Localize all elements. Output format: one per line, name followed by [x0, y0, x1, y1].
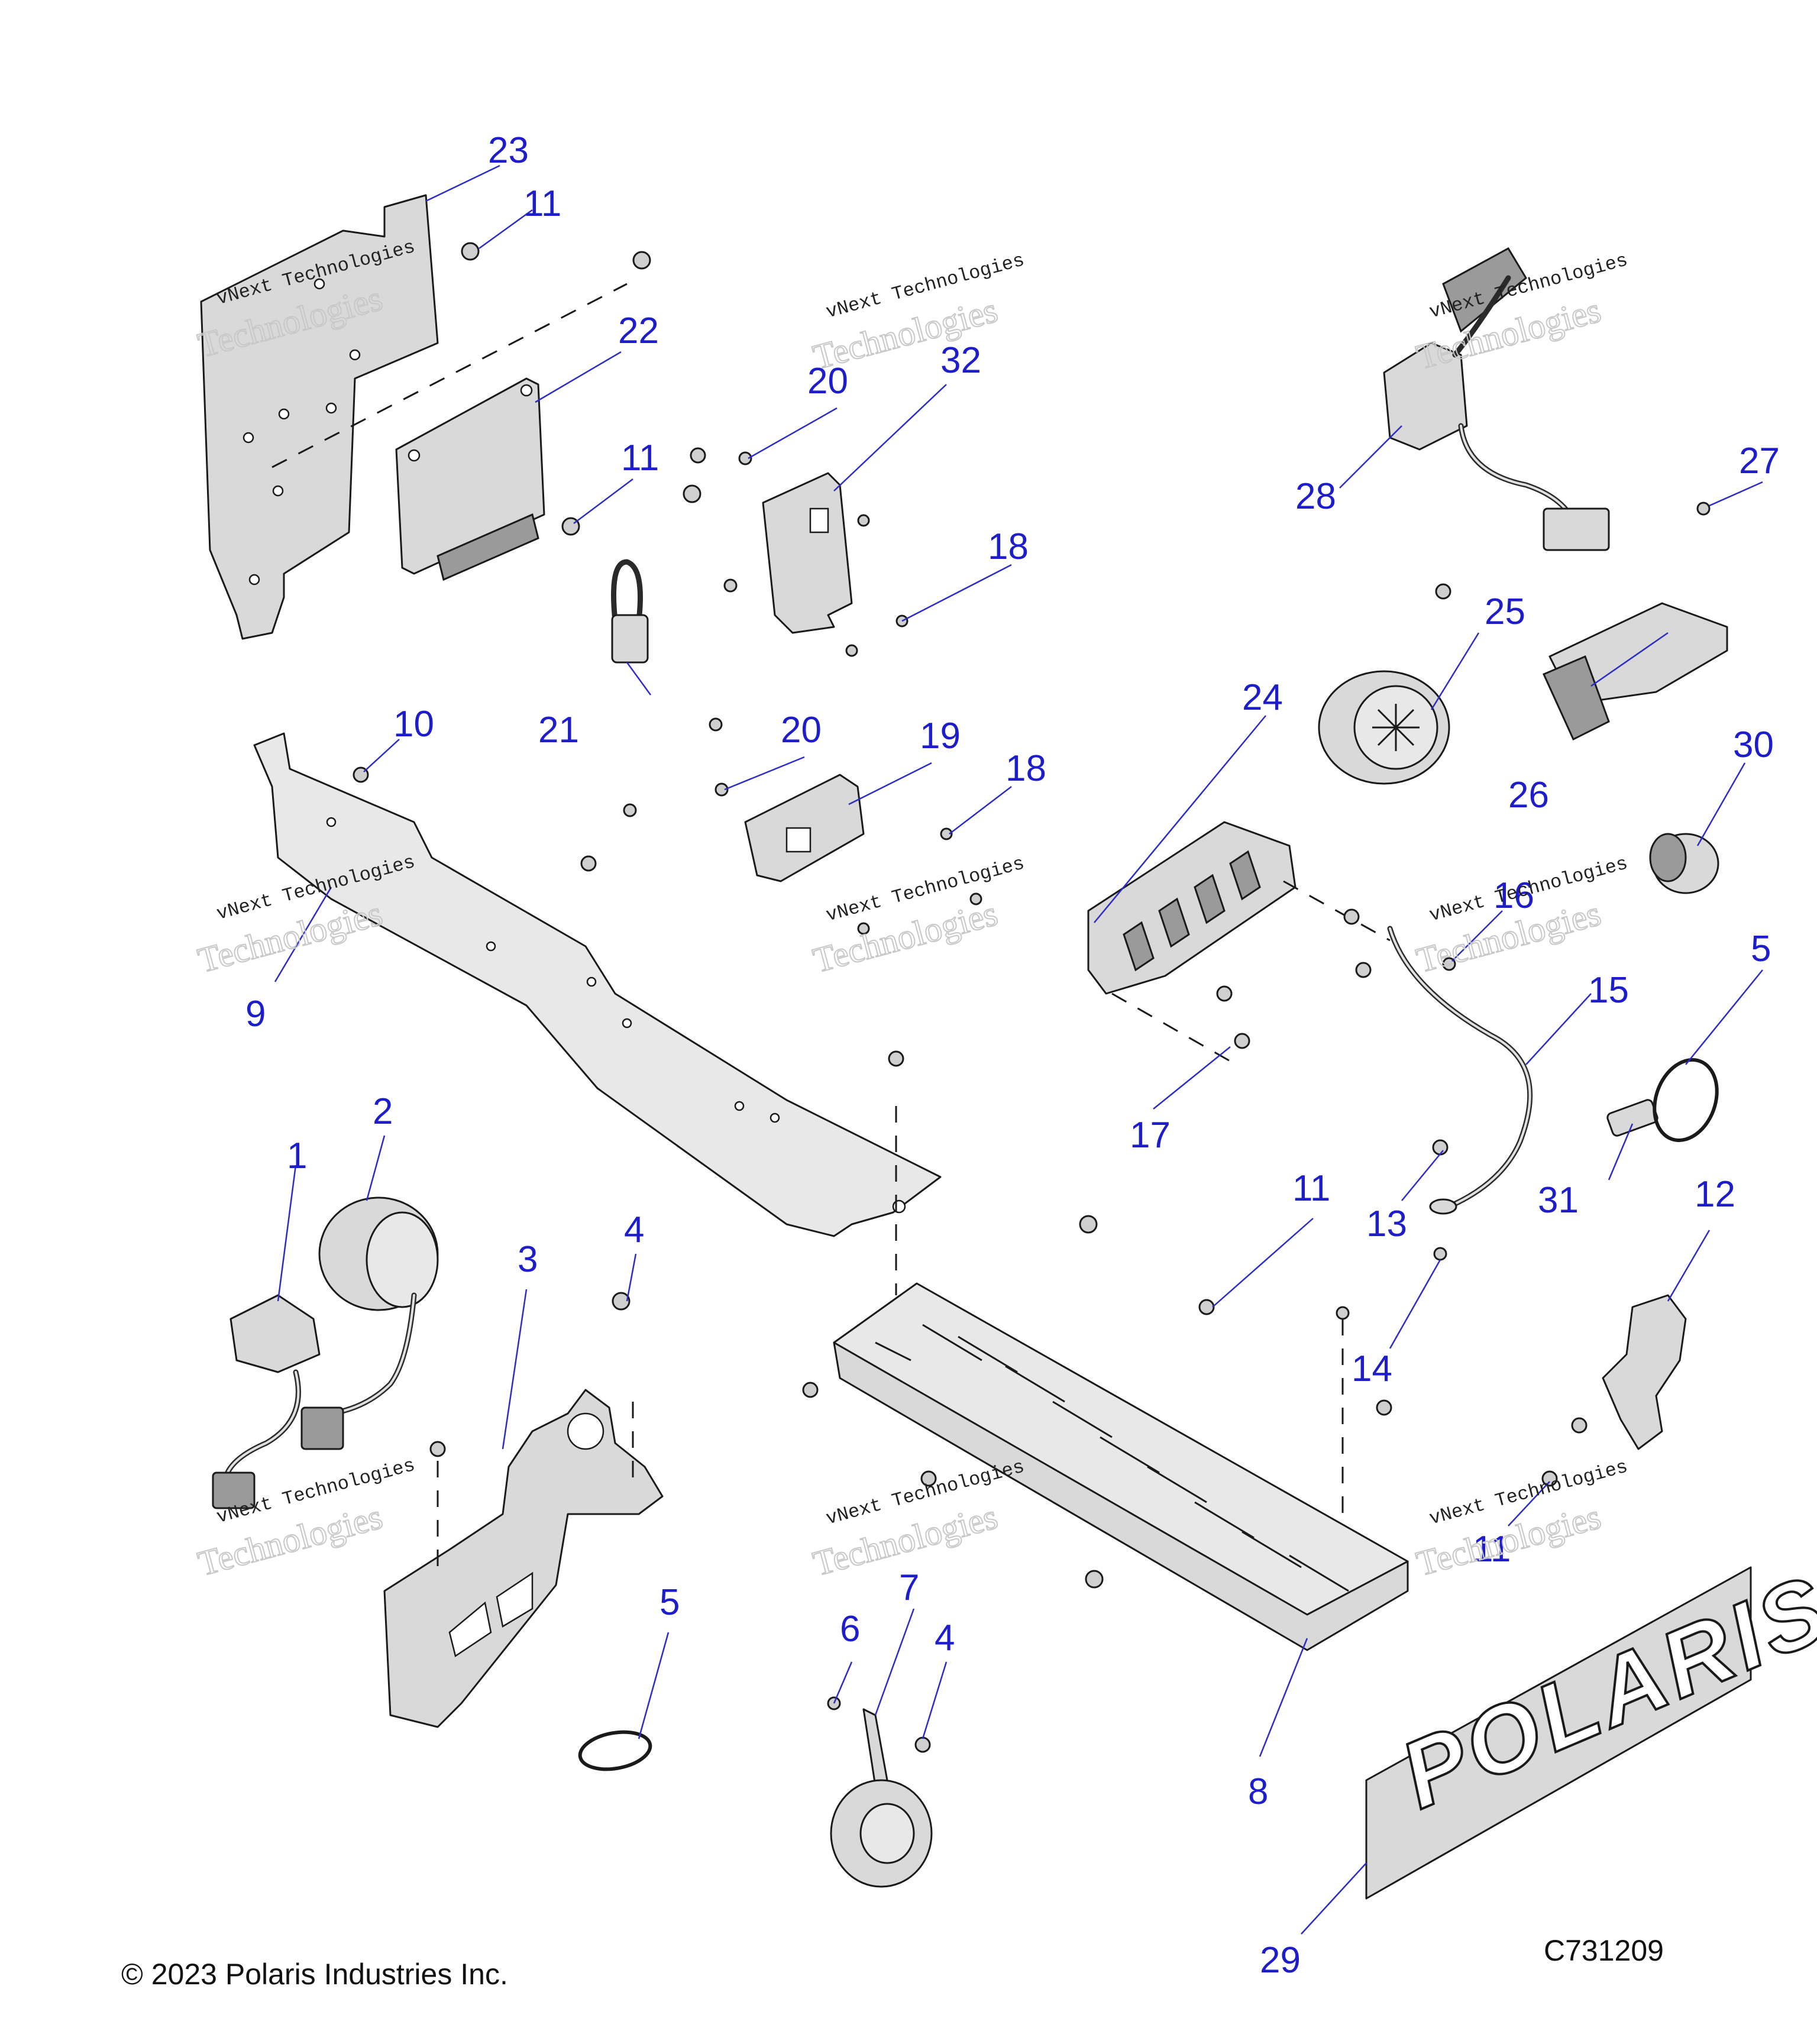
- part-3-mounting-bracket: [383, 1389, 664, 1728]
- part-8-perforated-tray: [833, 1282, 1409, 1651]
- callout-11-mid: 11: [1292, 1168, 1330, 1209]
- callout-labels: 23 11 22 20 32 11 18 21 10 20 19 18 9 24…: [245, 130, 1780, 1981]
- callout-4-left: 4: [624, 1209, 644, 1250]
- callout-27: 27: [1739, 441, 1780, 481]
- part-28-switch-harness: [1383, 247, 1610, 551]
- callout-25: 25: [1485, 591, 1525, 632]
- leader-lines: [274, 164, 1763, 1935]
- callout-32: 32: [940, 340, 981, 381]
- logo-text: POLARIS: [1386, 1554, 1817, 1829]
- callout-5-left: 5: [659, 1582, 680, 1623]
- callout-23: 23: [488, 130, 529, 171]
- callout-18-top: 18: [988, 526, 1029, 567]
- part-22-ecu-module: [395, 377, 545, 581]
- callout-28: 28: [1295, 476, 1336, 517]
- part-32-control-module: [762, 472, 853, 634]
- part-15-ground-cable: [1387, 926, 1533, 1215]
- part-19-control-module: [744, 774, 865, 882]
- callout-20-top: 20: [807, 361, 848, 402]
- callout-14: 14: [1352, 1348, 1392, 1389]
- callout-5-right: 5: [1751, 929, 1771, 969]
- callout-18-mid: 18: [1006, 748, 1046, 789]
- callout-20-mid: 20: [781, 710, 822, 751]
- callout-21: 21: [538, 710, 579, 751]
- part-2-round-module: [300, 1196, 439, 1450]
- part-1-switch-harness: [212, 1294, 321, 1509]
- copyright-text: © 2023 Polaris Industries Inc.: [121, 1958, 508, 1991]
- callout-22: 22: [618, 311, 659, 351]
- hardware-fasteners: [353, 242, 1711, 1753]
- callout-13: 13: [1366, 1204, 1407, 1244]
- callout-8: 8: [1248, 1771, 1268, 1812]
- part-9-long-bracket: [253, 732, 942, 1237]
- part-26-harness-connector: [1543, 602, 1728, 741]
- part-23-mounting-plate: [200, 194, 439, 640]
- part-31-connector: [1606, 1099, 1658, 1137]
- callout-12: 12: [1695, 1174, 1735, 1215]
- callout-19: 19: [920, 716, 961, 756]
- part-21-connector-loop: [611, 559, 649, 664]
- callout-16: 16: [1493, 875, 1534, 916]
- part-30-bushing: [1649, 833, 1719, 894]
- callout-10: 10: [393, 704, 434, 745]
- callout-9: 9: [245, 994, 266, 1034]
- callout-30: 30: [1733, 725, 1774, 765]
- callout-29: 29: [1260, 1940, 1301, 1981]
- callout-1: 1: [287, 1136, 307, 1176]
- callout-4-right: 4: [935, 1618, 955, 1658]
- callout-6: 6: [840, 1609, 860, 1650]
- callout-11-top: 11: [523, 183, 561, 224]
- diagram-id: C731209: [1544, 1934, 1664, 1967]
- callout-2: 2: [373, 1091, 393, 1132]
- callout-24: 24: [1242, 677, 1283, 718]
- part-24-relay-block: [1087, 821, 1297, 995]
- callout-26: 26: [1508, 775, 1549, 816]
- callout-11-bottom: 11: [1473, 1529, 1511, 1570]
- part-12-small-bracket: [1602, 1294, 1687, 1450]
- part-7-horn: [830, 1708, 933, 1888]
- callout-7: 7: [899, 1567, 919, 1608]
- callout-31: 31: [1538, 1180, 1579, 1221]
- callout-15: 15: [1588, 970, 1629, 1011]
- part-29-logo-plate: POLARIS: [1365, 1553, 1817, 1900]
- callout-17: 17: [1130, 1115, 1171, 1156]
- callout-11-ecu: 11: [621, 438, 659, 478]
- callout-3: 3: [518, 1239, 538, 1280]
- part-25-grommet: [1318, 670, 1450, 785]
- part-5-cable-tie-left: [578, 1730, 652, 1771]
- part-5-cable-tie-right: [1653, 1058, 1719, 1142]
